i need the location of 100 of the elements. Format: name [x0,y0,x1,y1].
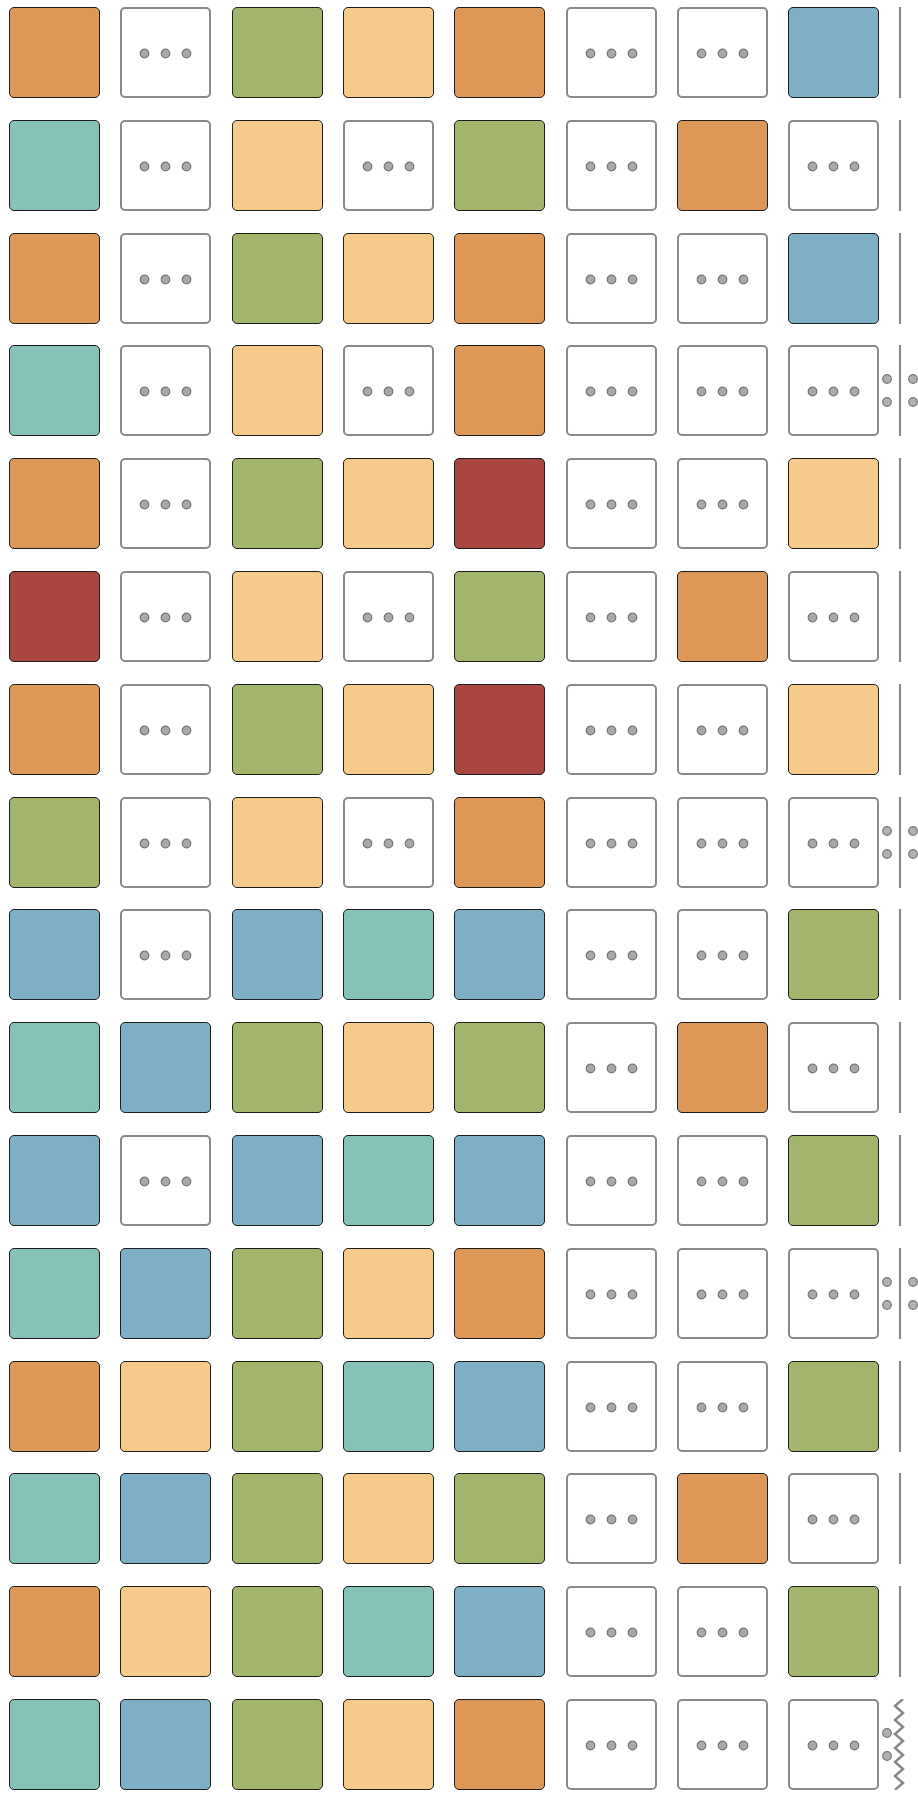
blank-tile [120,683,212,775]
tile [231,1135,323,1226]
tile [9,1360,100,1452]
tile [231,1586,323,1678]
tile [342,232,434,324]
tile [788,1135,880,1226]
tile [788,232,880,324]
blank-tile [565,119,657,211]
tile [788,1586,880,1678]
tile [342,458,434,550]
tile [342,683,434,775]
tile [120,1247,212,1339]
tile [342,1473,434,1565]
tile [454,1360,546,1452]
tile [9,345,100,437]
blank-tile [676,458,768,550]
tile [9,1135,100,1226]
tile [454,683,546,775]
tile [9,232,100,324]
tile [9,1699,100,1790]
blank-tile [565,909,657,1001]
tile [231,796,323,888]
tile [9,796,100,888]
tile [342,1360,434,1452]
tile [788,7,880,98]
tile [342,1699,434,1790]
tile [120,1473,212,1565]
blank-tile [120,119,212,211]
tile [231,683,323,775]
blank-tile [676,1135,768,1226]
tile [676,1022,768,1114]
tile [9,458,100,550]
blank-tile [120,1135,212,1226]
tile [454,571,546,662]
tile [342,909,434,1001]
blank-tile [565,458,657,550]
blank-tile [120,345,212,437]
blank-tile [565,1586,657,1678]
blank-tile [676,1699,768,1790]
tile [454,232,546,324]
tile [454,1247,546,1339]
blank-tile [565,345,657,437]
tile [342,7,434,98]
blank-tile [676,7,768,98]
blank-tile [565,796,657,888]
blank-tile [565,1135,657,1226]
tile [9,909,100,1001]
blank-tile [120,796,212,888]
tile [342,1247,434,1339]
blank-tile [676,1247,768,1339]
tile [231,571,323,662]
blank-tile [565,1699,657,1790]
tile [454,1022,546,1114]
tile [231,1360,323,1452]
tile [454,345,546,437]
blank-tile [788,1247,880,1339]
blank-tile [676,1586,768,1678]
tile [231,119,323,211]
blank-tile [565,1473,657,1565]
blank-tile [565,232,657,324]
blank-tile [788,796,880,888]
tile [454,1586,546,1678]
tile [231,909,323,1001]
tile [342,1135,434,1226]
blank-tile [342,571,434,662]
blank-tile [120,458,212,550]
blank-tile [565,683,657,775]
tile [9,1586,100,1678]
tile [9,119,100,211]
blank-tile [120,571,212,662]
tile [454,909,546,1001]
blank-tile [565,1360,657,1452]
tile [231,458,323,550]
blank-tile [676,909,768,1001]
tile [454,458,546,550]
tile [676,119,768,211]
tile [231,1699,323,1790]
blank-tile [120,232,212,324]
blank-tile [342,119,434,211]
tile [231,345,323,437]
tile [342,1586,434,1678]
blank-tile [120,7,212,98]
tile [788,909,880,1001]
tile [454,7,546,98]
blank-tile [788,119,880,211]
tile [788,458,880,550]
tile [120,1586,212,1678]
tile [9,571,100,662]
tile [676,1473,768,1565]
tile [9,1247,100,1339]
tile [231,1247,323,1339]
blank-tile [565,1247,657,1339]
tile [231,1022,323,1114]
tile [231,1473,323,1565]
blank-tile [676,232,768,324]
tile [231,232,323,324]
tile [788,683,880,775]
tile [120,1699,212,1790]
blank-tile [676,683,768,775]
tile [454,796,546,888]
